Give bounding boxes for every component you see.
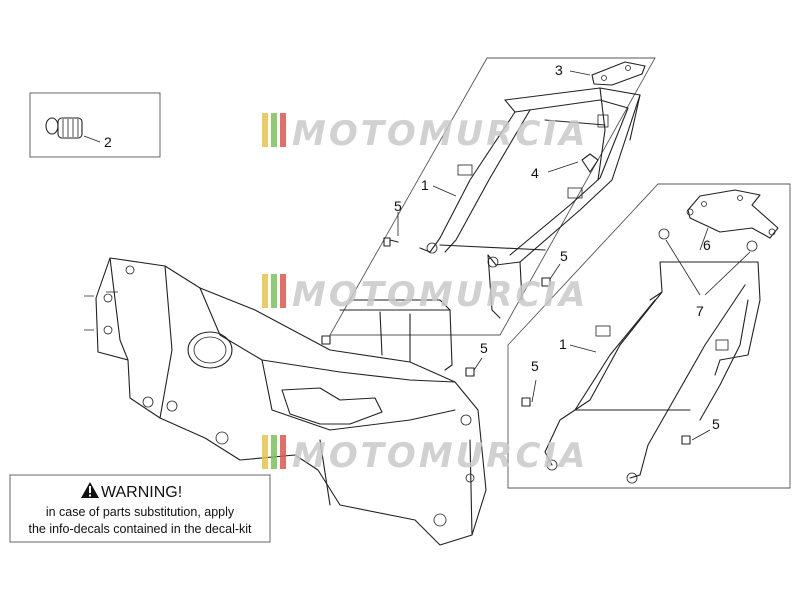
watermark-top: MOTOMURCIA (262, 113, 588, 154)
callout-5-a: 5 (394, 198, 402, 214)
callout-1-upper: 1 (421, 177, 429, 193)
callout-5-b: 5 (560, 248, 568, 264)
callout-2: 2 (104, 134, 112, 150)
svg-text:MOTOMURCIA: MOTOMURCIA (292, 114, 588, 154)
wing-nut-4 (547, 153, 599, 173)
callout-7: 7 (696, 303, 704, 319)
watermark-middle: MOTOMURCIA (262, 274, 588, 315)
part-2-box (29, 92, 161, 158)
callout-1-lower: 1 (559, 336, 567, 352)
bracket-plate-3 (569, 61, 646, 86)
svg-text:MOTOMURCIA: MOTOMURCIA (292, 436, 588, 476)
warning-triangle-icon (81, 482, 99, 498)
bolt-icons (321, 212, 711, 445)
callout-4: 4 (531, 165, 539, 181)
warning-title: WARNING! (101, 484, 182, 501)
alt-subframe-box (507, 183, 791, 489)
rear-subframe-upper (419, 87, 641, 319)
bushing-part (45, 117, 101, 143)
leader-lines (432, 185, 709, 353)
main-frame (84, 257, 487, 546)
callout-6: 6 (703, 237, 711, 253)
warning-box: WARNING! in case of parts substitution, … (9, 474, 271, 543)
svg-text:MOTOMURCIA: MOTOMURCIA (292, 275, 588, 315)
bracket-plate-6 (686, 189, 779, 239)
warning-line-1: in case of parts substitution, apply (46, 505, 235, 519)
rear-subframe-box (329, 57, 656, 336)
callout-5-c: 5 (480, 340, 488, 356)
callout-3: 3 (555, 62, 563, 78)
warning-line-2: the info-decals contained in the decal-k… (28, 522, 252, 536)
rear-subframe-lower (544, 228, 761, 484)
callout-5-d: 5 (531, 358, 539, 374)
watermark-bottom: MOTOMURCIA (262, 435, 588, 476)
callout-5-e: 5 (712, 416, 720, 432)
